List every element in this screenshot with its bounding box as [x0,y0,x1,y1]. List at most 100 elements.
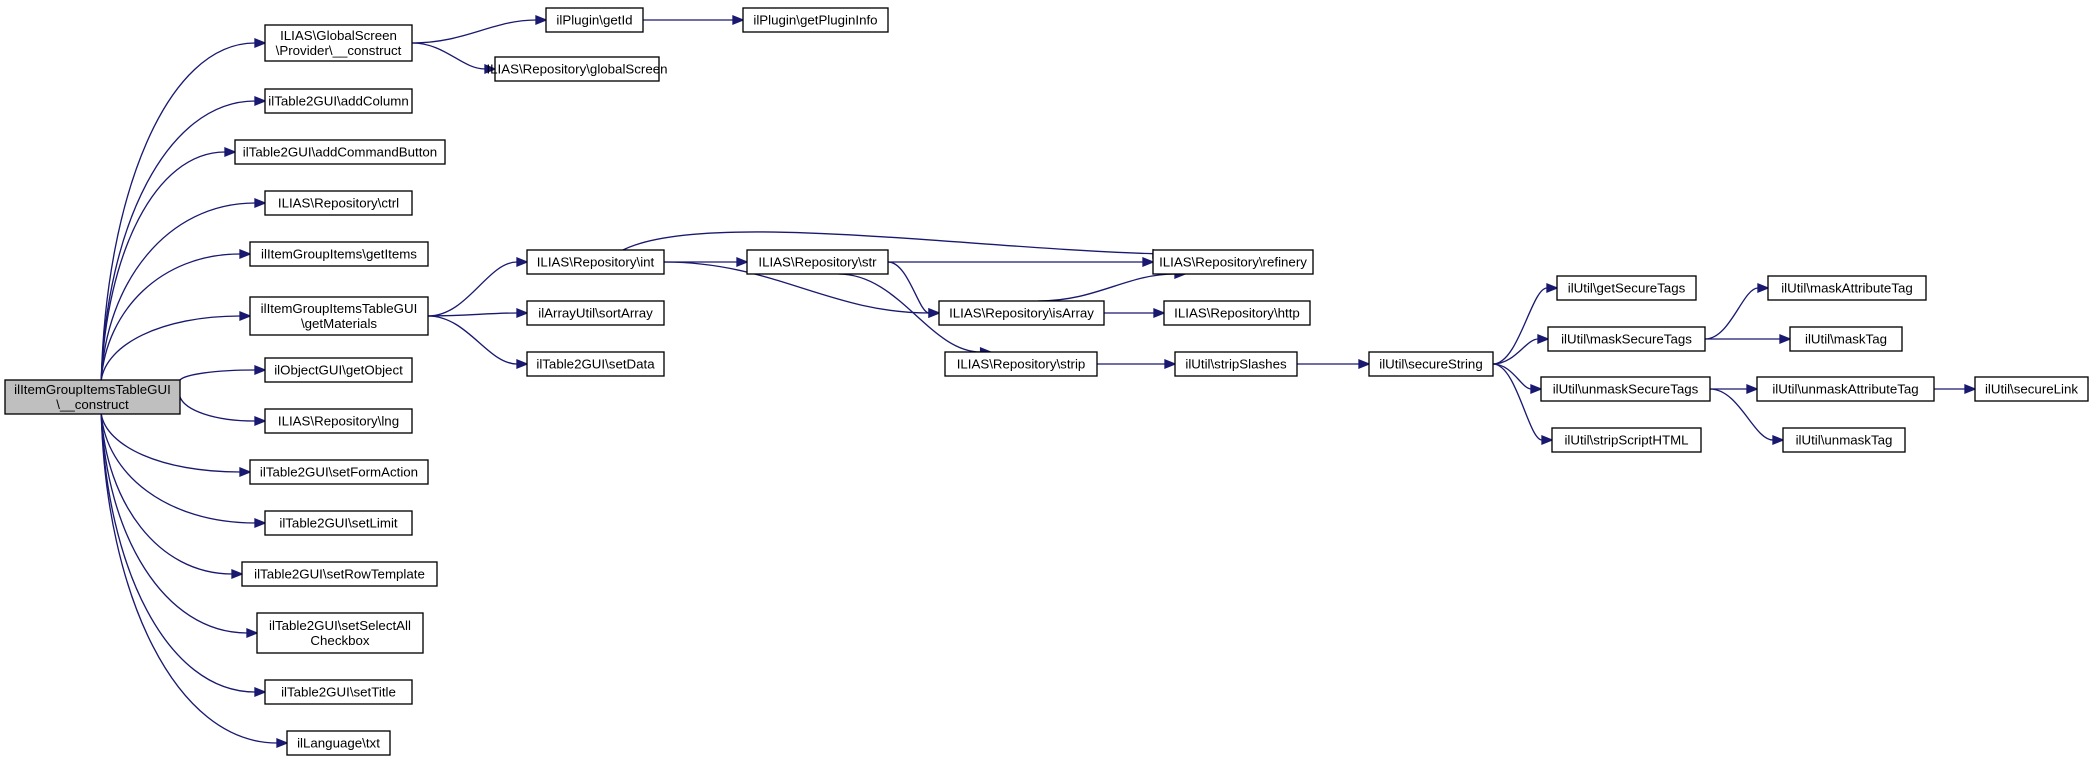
node-repo-refinery[interactable]: ILIAS\Repository\refinery [1152,249,1314,275]
edge-root-to-repo_lng [179,396,267,426]
node-util-stripscripthtml[interactable]: ilUtil\stripScriptHTML [1551,427,1702,453]
node-root[interactable]: ilItemGroupItemsTableGUI\__construct [4,379,181,415]
node-t2-setlimit[interactable]: ilTable2GUI\setLimit [264,510,413,536]
node-igit-getmaterials[interactable]: ilItemGroupItemsTableGUI\getMaterials [249,296,429,336]
edge-root-to-t2_setformaction [100,413,252,477]
node-t2-setdata[interactable]: ilTable2GUI\setData [526,351,665,377]
edge-repo_int-to-repo_refinery [622,231,1165,259]
arrowhead [535,15,548,25]
arrowhead [1358,359,1371,369]
node-igi-getitems[interactable]: ilItemGroupItems\getItems [249,241,429,267]
node-gs-construct[interactable]: ILIAS\GlobalScreen\Provider\__construct [264,24,413,62]
node-util-masktag[interactable]: ilUtil\maskTag [1789,326,1903,352]
node-label-line: ILIAS\GlobalScreen [280,28,397,43]
node-t2-addcolumn[interactable]: ilTable2GUI\addColumn [264,88,413,114]
node-label-line: ilPlugin\getPluginInfo [753,13,877,28]
arrowhead [254,365,267,375]
edge-line [1709,388,1774,441]
node-repo-ctrl[interactable]: ILIAS\Repository\ctrl [264,190,413,216]
edge-line [1492,363,1543,441]
node-label-line: ilItemGroupItemsTableGUI [261,301,418,316]
edge-repo_str-to-repo_refinery [888,257,1155,267]
node-repo-http[interactable]: ILIAS\Repository\http [1163,300,1311,326]
node-util-unmaskattrtag[interactable]: ilUtil\unmaskAttributeTag [1756,376,1935,402]
edge-util_securestring-to-util_masksecuretags [1492,334,1550,365]
edge-line [100,253,241,381]
node-label-line: ilItemGroupItemsTableGUI [14,382,171,397]
node-label-line: ilLanguage\txt [297,736,380,751]
edge-util_stripslashes-to-util_securestring [1297,359,1371,369]
node-box [1368,351,1494,377]
node-repo-strip[interactable]: ILIAS\Repository\strip [944,351,1098,377]
edge-root-to-t2_setrowtemplate [100,413,244,579]
arrowhead [239,249,252,259]
arrowhead [254,416,267,426]
edge-root-to-igi_getitems [100,249,252,381]
node-box [249,459,429,485]
arrowhead [254,198,267,208]
node-util-maskattrtag[interactable]: ilUtil\maskAttributeTag [1767,275,1927,301]
node-repo-str[interactable]: ILIAS\Repository\str [746,249,889,275]
node-util-stripslashes[interactable]: ilUtil\stripSlashes [1174,351,1298,377]
node-util-unmasksecuretags[interactable]: ilUtil\unmaskSecureTags [1540,376,1711,402]
node-box [1782,427,1906,453]
node-box [256,612,424,654]
node-repo-isarray[interactable]: ILIAS\Repository\isArray [938,300,1105,326]
edge-line [427,312,518,317]
edge-repo_strip-to-util_stripslashes [1097,359,1177,369]
node-box [234,139,446,165]
node-box [526,300,665,326]
node-box [249,241,429,267]
edge-line [100,413,248,634]
node-label-line: ILIAS\Repository\isArray [949,306,1094,321]
node-repo-lng[interactable]: ILIAS\Repository\lng [264,408,413,434]
arrowhead [1530,384,1543,394]
edge-util_unmaskattrtag-to-util_securelink [1934,384,1977,394]
arrowhead [239,311,252,321]
arrowhead [1153,308,1166,318]
node-util-unmasktag[interactable]: ilUtil\unmaskTag [1782,427,1906,453]
node-util-masksecuretags[interactable]: ilUtil\maskSecureTags [1547,326,1706,352]
node-label-line: ilTable2GUI\setData [536,357,655,372]
node-t2-settitle[interactable]: ilTable2GUI\setTitle [264,679,413,705]
edge-util_masksecuretags-to-util_maskattrtag [1704,283,1770,340]
arrowhead [231,569,244,579]
node-util-getsecuretags[interactable]: ilUtil\getSecureTags [1556,275,1697,301]
node-label-line: ilTable2GUI\setFormAction [260,465,418,480]
node-box [746,249,889,275]
node-arr-sort[interactable]: ilArrayUtil\sortArray [526,300,665,326]
edge-line [427,315,518,365]
node-box [526,249,665,275]
node-lang-txt[interactable]: ilLanguage\txt [286,730,391,756]
edge-root-to-t2_setselectall [100,413,259,638]
node-label-line: ilUtil\maskSecureTags [1561,332,1692,347]
node-label-line: ilUtil\unmaskAttributeTag [1772,382,1918,397]
edge-line [622,231,1154,255]
node-repo-globalscreen[interactable]: ILIAS\Repository\globalScreen [486,56,668,82]
edge-util_unmasksecuretags-to-util_unmasktag [1709,388,1785,445]
node-t2-setformaction[interactable]: ilTable2GUI\setFormAction [249,459,429,485]
node-util-securestring[interactable]: ilUtil\secureString [1368,351,1494,377]
edge-line [411,42,486,70]
node-repo-int[interactable]: ILIAS\Repository\int [526,249,665,275]
node-label-line: ILIAS\Repository\strip [957,357,1086,372]
node-box [526,351,665,377]
edge-line [838,273,981,353]
node-box [241,561,438,587]
edge-gs_construct-to-plugin_getid [411,15,548,44]
node-plugin-getinfo[interactable]: ilPlugin\getPluginInfo [742,7,889,33]
arrowhead [1746,384,1759,394]
edge-line [1492,363,1532,390]
arrowhead [736,257,749,267]
node-t2-setrowtemplate[interactable]: ilTable2GUI\setRowTemplate [241,561,438,587]
edge-line [427,261,518,317]
node-util-securelink[interactable]: ilUtil\secureLink [1974,376,2089,402]
node-plugin-getid[interactable]: ilPlugin\getId [545,7,644,33]
node-box [742,7,889,33]
edge-igit_getmaterials-to-arr_sort [427,308,529,318]
node-box [1547,326,1706,352]
node-t2-addcmdbtn[interactable]: ilTable2GUI\addCommandButton [234,139,446,165]
node-box [264,679,413,705]
node-objgui-getobject[interactable]: ilObjectGUI\getObject [264,357,413,383]
